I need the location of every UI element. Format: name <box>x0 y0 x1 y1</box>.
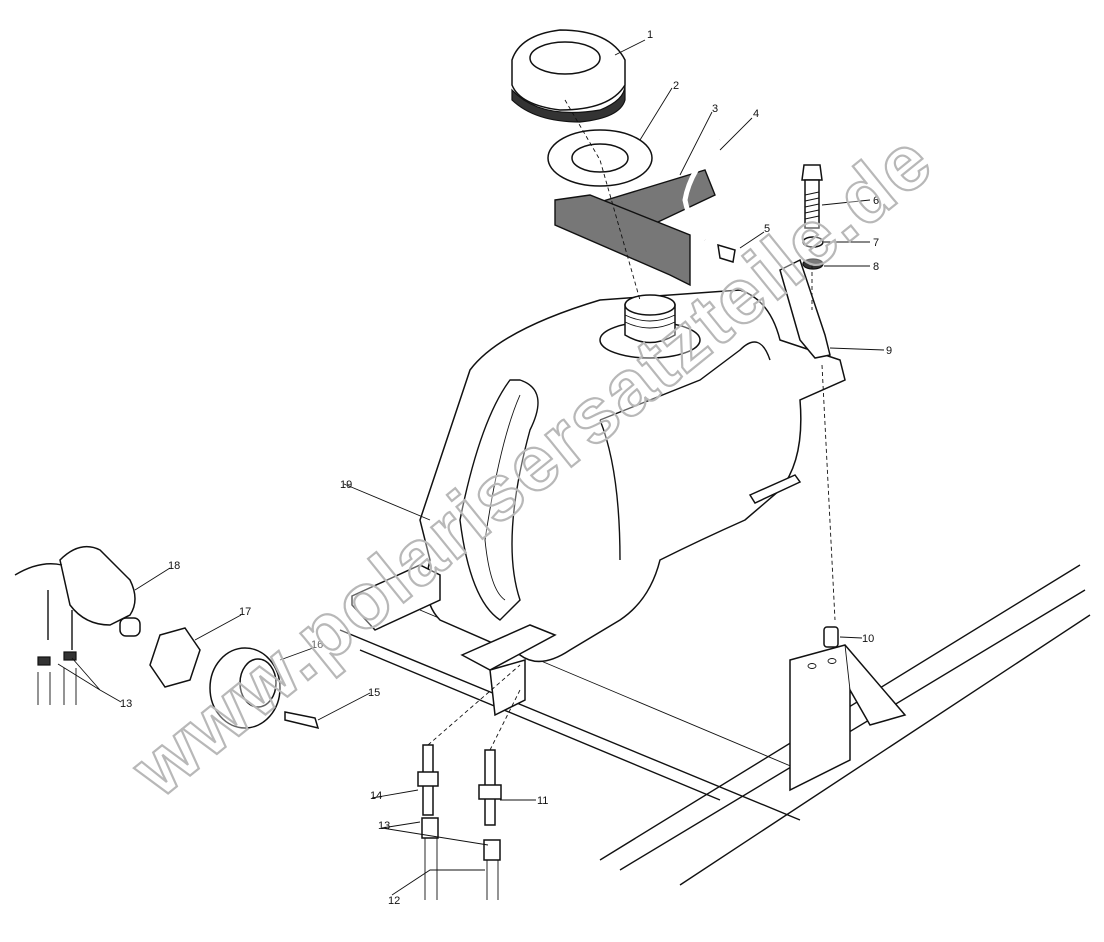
callout-7: 7 <box>873 237 879 249</box>
callout-2: 2 <box>673 80 679 92</box>
gasket-ring <box>547 129 653 187</box>
bushing <box>823 626 839 648</box>
callout-3: 3 <box>712 103 718 115</box>
bolt-and-washers <box>801 164 824 270</box>
callout-4: 4 <box>753 108 759 120</box>
callout-16: 16 <box>311 639 323 651</box>
callout-5: 5 <box>764 223 770 235</box>
callout-15: 15 <box>368 687 380 699</box>
callout-18: 18 <box>168 560 180 572</box>
hex-nut <box>149 627 201 688</box>
callout-10: 10 <box>862 633 874 645</box>
fuel-filter <box>14 545 141 705</box>
fuel-valves <box>417 744 502 900</box>
foam-strip <box>554 169 716 287</box>
callout-6: 6 <box>873 195 879 207</box>
fuel-cap <box>511 29 626 123</box>
grommet <box>209 647 281 729</box>
callout-13b: 13 <box>378 820 390 832</box>
callout-11: 11 <box>537 795 548 807</box>
screw <box>284 711 320 730</box>
callout-14: 14 <box>370 790 382 802</box>
callout-13a: 13 <box>120 698 132 710</box>
vent-fitting <box>717 243 736 263</box>
callout-19: 19 <box>340 479 352 491</box>
callout-1: 1 <box>647 29 653 41</box>
mounting-bracket <box>779 258 831 359</box>
fuel-tank <box>351 289 846 717</box>
leader-lines <box>57 39 885 896</box>
callout-9: 9 <box>886 345 892 357</box>
callout-12: 12 <box>388 895 400 907</box>
frame <box>339 564 1091 886</box>
callout-labels: 1 2 3 4 5 6 7 8 9 10 11 12 13 13 14 15 1… <box>120 29 892 907</box>
callout-8: 8 <box>873 261 879 273</box>
vent-hose <box>682 138 722 242</box>
callout-17: 17 <box>239 606 251 618</box>
